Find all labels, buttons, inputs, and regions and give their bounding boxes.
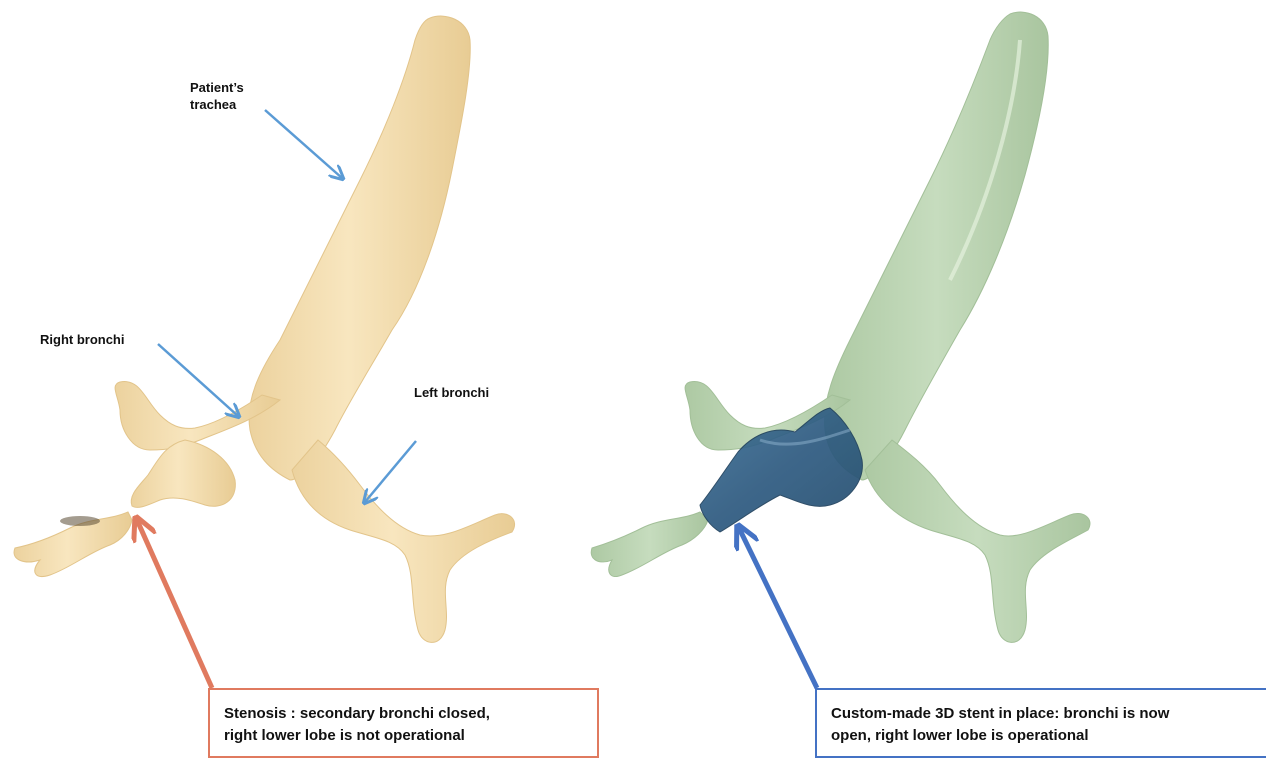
stent-callout: Custom-made 3D stent in place: bronchi i… bbox=[815, 688, 1266, 758]
trachea-shape-before bbox=[249, 16, 470, 480]
stenosis-callout-line2: right lower lobe is not operational bbox=[224, 725, 583, 747]
stent-callout-line1: Custom-made 3D stent in place: bronchi i… bbox=[831, 703, 1254, 725]
left-bronchi-label: Left bronchi bbox=[414, 384, 489, 401]
after-distal-branch-shape bbox=[591, 512, 708, 577]
left-bronchi-arrow bbox=[365, 441, 416, 502]
after-left-bronchus-shape bbox=[865, 440, 1090, 642]
left-bronchus-shape bbox=[292, 440, 515, 642]
right-bronchi-label: Right bronchi bbox=[40, 331, 125, 348]
trachea-model-after bbox=[591, 12, 1090, 642]
stent-arrow bbox=[739, 528, 817, 688]
trachea-arrow bbox=[265, 110, 342, 178]
stenosis-callout-line1: Stenosis : secondary bronchi closed, bbox=[224, 703, 583, 725]
trachea-label: Patient’s trachea bbox=[190, 79, 280, 113]
stenosis-arrow bbox=[137, 520, 212, 688]
trachea-label-line2: trachea bbox=[190, 97, 236, 112]
right-bronchi-arrow bbox=[158, 344, 238, 416]
trachea-label-line1: Patient’s bbox=[190, 80, 244, 95]
stent-callout-line2: open, right lower lobe is operational bbox=[831, 725, 1254, 747]
stenosis-callout: Stenosis : secondary bronchi closed, rig… bbox=[208, 688, 599, 758]
